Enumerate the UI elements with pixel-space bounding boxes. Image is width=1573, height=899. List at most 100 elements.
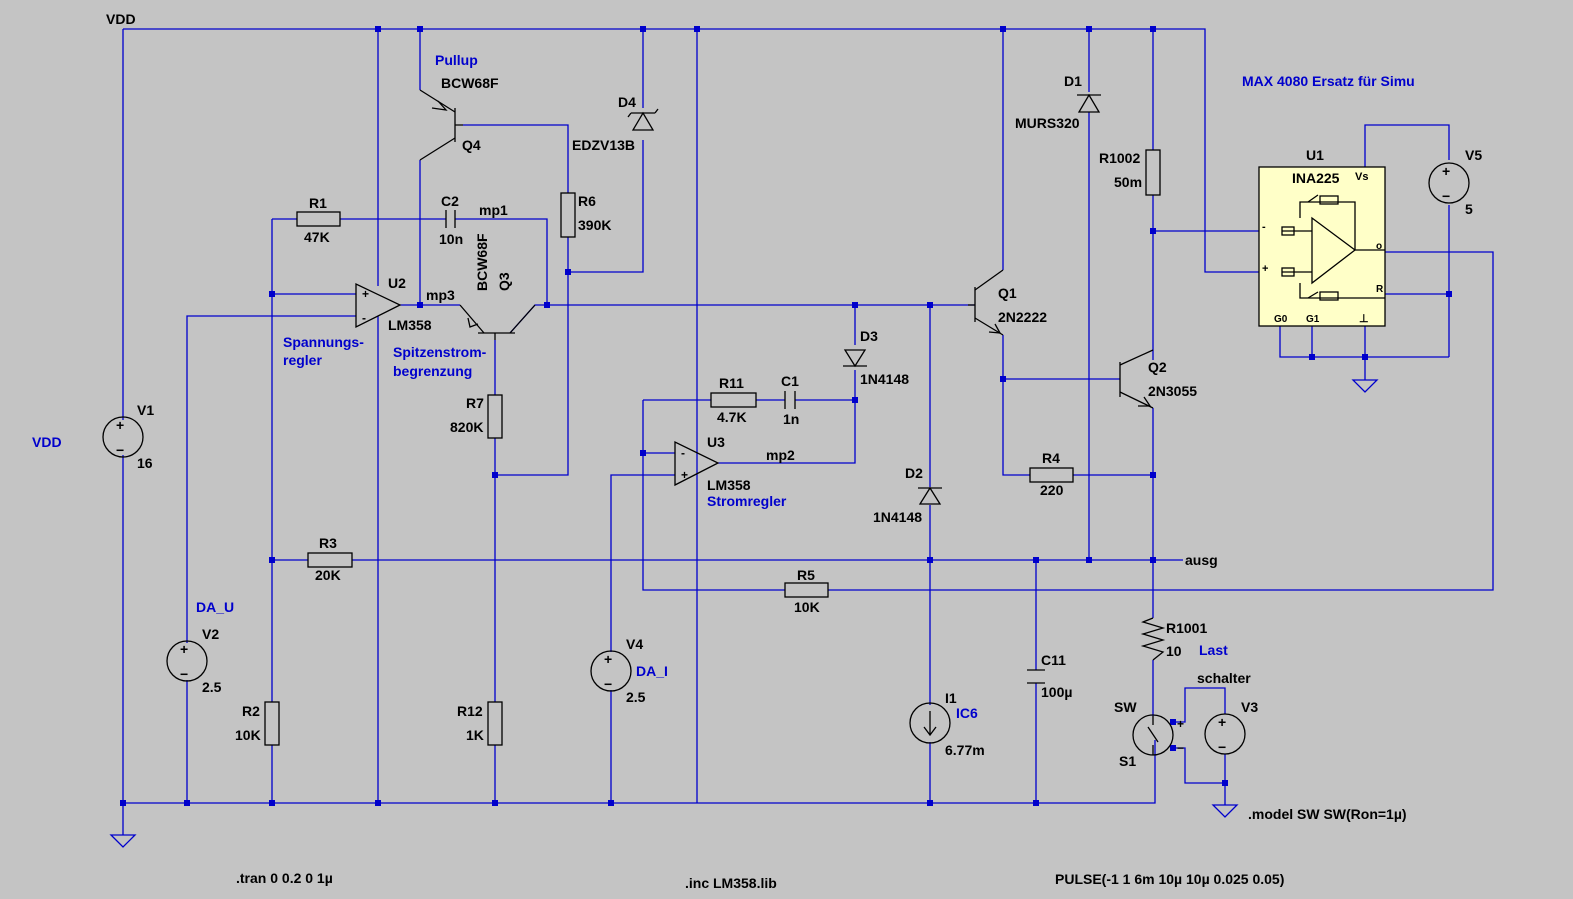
r4-resistor[interactable] (1029, 467, 1074, 483)
r3-resistor[interactable] (307, 552, 353, 568)
spannungsregler-line1: Spannungs- (283, 334, 364, 350)
q2-name: Q2 (1148, 359, 1167, 375)
d1-diode[interactable] (1077, 93, 1101, 113)
r1001-resistor[interactable] (1140, 617, 1166, 661)
r2-name: R2 (242, 703, 260, 719)
q3-transistor[interactable] (459, 304, 536, 340)
s1-switch[interactable]: + − (1132, 714, 1184, 756)
max4080-title: MAX 4080 Ersatz für Simu (1242, 73, 1415, 89)
v4-name: V4 (626, 636, 643, 652)
r3-name: R3 (319, 535, 337, 551)
d3-diode[interactable] (843, 349, 867, 368)
r1-name: R1 (309, 195, 327, 211)
d2-diode[interactable] (918, 486, 942, 505)
junction-dots (120, 26, 1452, 806)
r1002-resistor[interactable] (1145, 149, 1161, 196)
d1-name: D1 (1064, 73, 1082, 89)
wires (122, 28, 1494, 835)
v3-source[interactable]: + − (1204, 713, 1246, 755)
i1-current-source[interactable] (909, 702, 951, 744)
q2-model: 2N3055 (1148, 383, 1197, 399)
v2-name: V2 (202, 626, 219, 642)
v5-plus: + (1442, 163, 1450, 179)
v3-minus: − (1218, 739, 1226, 755)
d4-zener-diode[interactable] (627, 108, 659, 131)
u2-minus: - (362, 311, 366, 325)
r12-resistor[interactable] (487, 701, 503, 746)
v1-source[interactable]: + − (102, 416, 144, 458)
r7-name: R7 (466, 395, 484, 411)
r1001-value: 10 (1166, 643, 1182, 659)
v1-minus: − (116, 442, 124, 458)
r2-resistor[interactable] (264, 701, 280, 746)
d2-name: D2 (905, 465, 923, 481)
v1-plus: + (116, 417, 124, 433)
schalter-label: schalter (1197, 670, 1251, 686)
sw-minus: − (1177, 741, 1184, 755)
u2-opamp[interactable]: + - (355, 282, 402, 329)
q2-transistor[interactable] (1119, 349, 1154, 409)
sw-plus: + (1177, 717, 1184, 731)
u1-plus-pin: + (1262, 263, 1268, 275)
r12-value: 1K (466, 727, 484, 743)
c1-name: C1 (781, 373, 799, 389)
v4-value: 2.5 (626, 689, 646, 705)
tran-directive: .tran 0 0.2 0 1µ (236, 870, 333, 886)
r6-name: R6 (578, 193, 596, 209)
r4-name: R4 (1042, 450, 1060, 466)
v2-source[interactable]: + − (166, 640, 208, 682)
u3-minus: - (681, 446, 685, 460)
c11-capacitor[interactable] (1027, 669, 1045, 684)
ground-symbol-sw (1211, 804, 1239, 818)
u3-opamp[interactable]: - + (674, 440, 720, 487)
u1-model: INA225 (1292, 170, 1340, 186)
c2-capacitor[interactable] (445, 210, 456, 228)
r2-value: 10K (235, 727, 261, 743)
spitzenstrom-line2: begrenzung (393, 363, 472, 379)
r11-value: 4.7K (717, 409, 747, 425)
r7-resistor[interactable] (487, 394, 503, 439)
q1-transistor[interactable] (968, 269, 1004, 336)
d3-model: 1N4148 (860, 371, 909, 387)
d1-model: MURS320 (1015, 115, 1080, 131)
v2-minus: − (180, 666, 188, 682)
mp1-label: mp1 (479, 202, 508, 218)
c1-capacitor[interactable] (784, 391, 796, 409)
r3-value: 20K (315, 567, 341, 583)
u3-name: U3 (707, 434, 725, 450)
u1-ina225[interactable]: - + o R G0 G1 ⊥ Vs INA225 (1258, 166, 1386, 327)
spannungsregler-line2: regler (283, 352, 322, 368)
c11-name: C11 (1041, 652, 1066, 668)
u1-vs-pin: Vs (1355, 171, 1368, 183)
r1-resistor[interactable] (296, 211, 341, 227)
u2-model: LM358 (388, 317, 432, 333)
r1-value: 47K (304, 229, 330, 245)
v5-source[interactable]: + − (1428, 162, 1470, 204)
u3-model: LM358 (707, 477, 751, 493)
c2-value: 10n (439, 231, 463, 247)
v2-value: 2.5 (202, 679, 222, 695)
v1-name: V1 (137, 402, 154, 418)
resistors (264, 149, 1166, 746)
v4-minus: − (604, 676, 612, 692)
c1-value: 1n (783, 411, 799, 427)
q4-name: Q4 (462, 137, 481, 153)
r1002-value: 50m (1114, 174, 1142, 190)
vdd-net-label: VDD (106, 11, 136, 27)
q4-transistor[interactable] (419, 89, 463, 161)
v2-plus: + (180, 641, 188, 657)
pulse-directive: PULSE(-1 1 6m 10µ 10µ 0.025 0.05) (1055, 871, 1284, 887)
component-labels: VDD VDD V1 16 Pullup BCW68F Q4 D4 EDZV13… (32, 11, 1482, 891)
v3-plus: + (1218, 714, 1226, 730)
v5-name: V5 (1465, 147, 1482, 163)
r11-resistor[interactable] (710, 392, 757, 408)
vdd-side-label: VDD (32, 434, 62, 450)
v4-source[interactable]: + − (590, 650, 632, 692)
q1-name: Q1 (998, 285, 1017, 301)
r5-resistor[interactable] (784, 582, 829, 598)
u1-r-pin: R (1376, 284, 1384, 295)
r6-resistor[interactable] (560, 192, 576, 238)
spitzenstrom-line1: Spitzenstrom- (393, 344, 487, 360)
r5-value: 10K (794, 599, 820, 615)
